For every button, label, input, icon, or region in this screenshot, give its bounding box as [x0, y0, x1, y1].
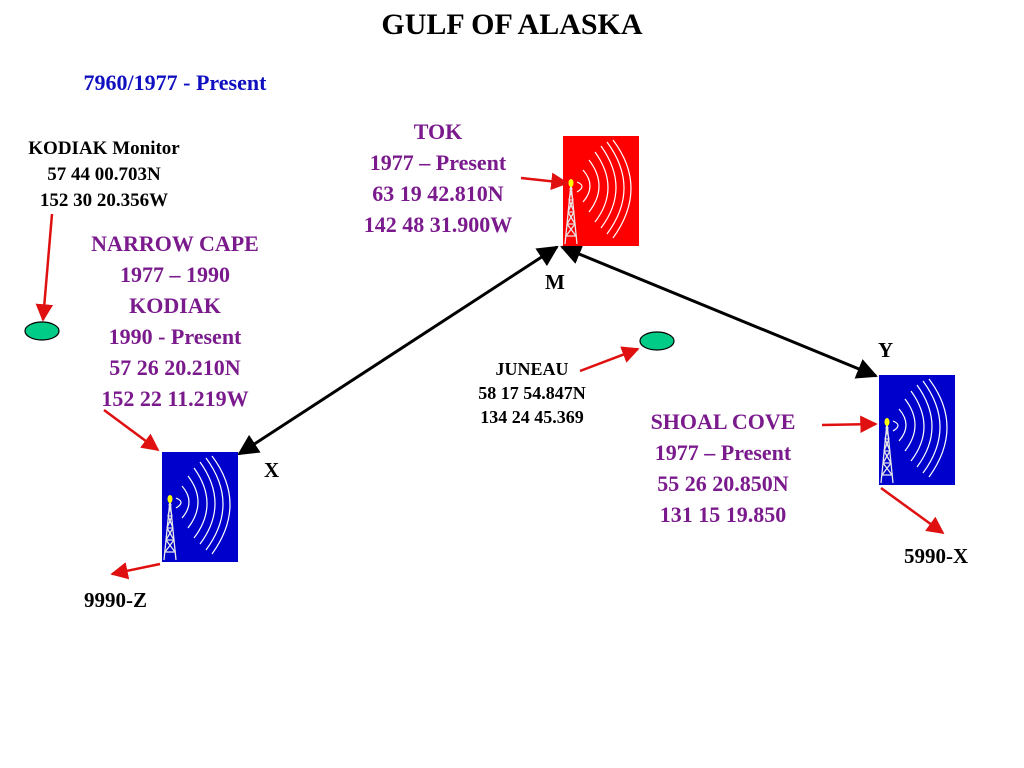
narrow-cape-name: NARROW CAPE	[91, 231, 259, 256]
tok-info: TOK 1977 – Present 63 19 42.810N 142 48 …	[340, 116, 536, 240]
narrow-cape-info: NARROW CAPE 1977 – 1990 KODIAK 1990 - Pr…	[70, 228, 280, 414]
y-secondary-label: Y	[878, 338, 894, 362]
tok-years: 1977 – Present	[369, 150, 507, 175]
tok-lat: 63 19 42.810N	[372, 181, 504, 206]
kodiak-name: KODIAK	[129, 293, 221, 318]
narrow-cape-pointer	[103, 408, 160, 452]
baseline-master-y	[560, 244, 878, 379]
kodiak-monitor-icon	[24, 321, 60, 341]
chain-designation: 7960/1977 - Present	[83, 70, 267, 95]
shoal-cove-id-label: 5990-X	[904, 544, 969, 568]
narrow-cape-id-pointer	[110, 562, 161, 580]
kodiak-monitor-info: KODIAK Monitor 57 44 00.703N 152 30 20.3…	[4, 136, 204, 214]
kodiak-monitor-pointer	[35, 213, 54, 322]
tok-lon: 142 48 31.900W	[363, 212, 513, 237]
juneau-monitor-icon	[639, 331, 675, 351]
shoal-cove-lat: 55 26 20.850N	[657, 471, 789, 496]
kodiak-monitor-lat: 57 44 00.703N	[47, 164, 161, 185]
shoal-cove-info: SHOAL COVE 1977 – Present 55 26 20.850N …	[626, 406, 820, 530]
shoal-cove-lon: 131 15 19.850	[659, 502, 787, 527]
narrow-cape-secondary-tower-icon	[162, 452, 238, 562]
kodiak-years: 1990 - Present	[108, 324, 242, 349]
shoal-cove-years: 1977 – Present	[654, 440, 792, 465]
tok-master-tower-icon	[563, 136, 639, 246]
narrow-cape-id-label: 9990-Z	[84, 588, 147, 612]
x-secondary-label: X	[264, 458, 280, 482]
page-title: GULF OF ALASKA	[381, 8, 643, 41]
kodiak-monitor-lon: 152 30 20.356W	[39, 190, 169, 211]
shoal-cove-secondary-tower-icon	[879, 375, 955, 485]
tok-name: TOK	[413, 119, 463, 144]
narrow-cape-lon: 152 22 11.219W	[101, 386, 249, 411]
shoal-cove-pointer	[821, 415, 878, 434]
shoal-cove-id-pointer	[880, 486, 945, 535]
narrow-cape-years: 1977 – 1990	[120, 262, 230, 287]
baseline-master-x	[237, 245, 559, 456]
tok-pointer	[520, 172, 569, 190]
narrow-cape-lat: 57 26 20.210N	[109, 355, 241, 380]
kodiak-monitor-name: KODIAK Monitor	[28, 138, 180, 159]
shoal-cove-name: SHOAL COVE	[650, 409, 796, 434]
juneau-pointer	[579, 346, 640, 373]
